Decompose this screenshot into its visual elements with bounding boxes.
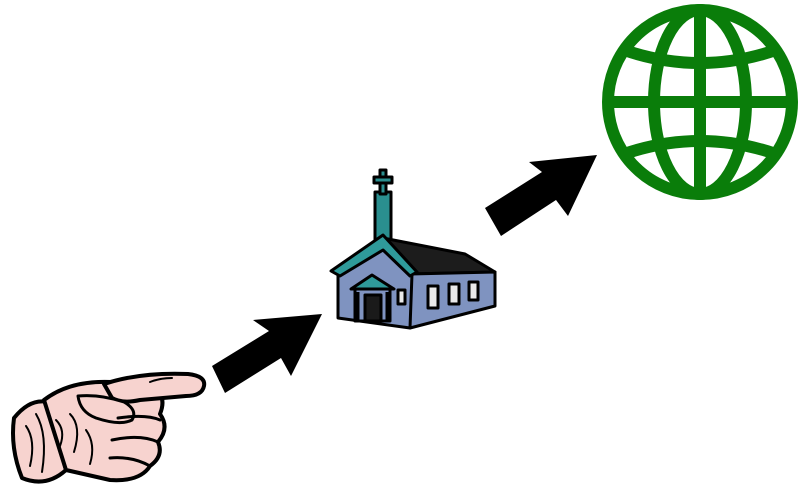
hand-icon bbox=[11, 371, 207, 484]
globe-icon bbox=[602, 4, 798, 200]
church-icon bbox=[329, 168, 497, 330]
arrow-hand-to-church bbox=[212, 314, 322, 393]
arrow-church-to-globe bbox=[485, 155, 597, 236]
arrows-group bbox=[212, 155, 597, 393]
